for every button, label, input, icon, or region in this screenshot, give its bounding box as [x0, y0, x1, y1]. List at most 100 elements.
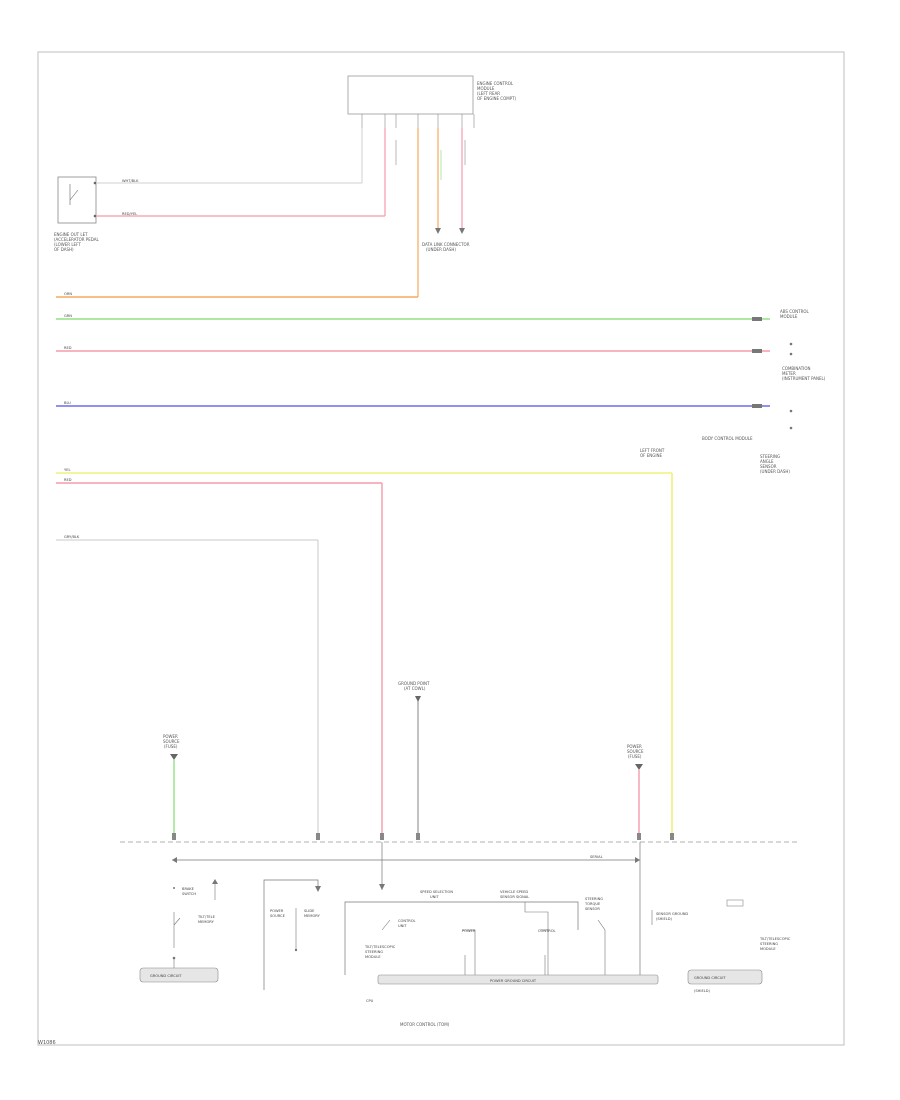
svg-text:SPEED SELECTION: SPEED SELECTION: [420, 890, 453, 894]
right-label-abs: ABS CONTROL MODULE: [780, 309, 810, 319]
svg-text:TILT/TELESCOPIC: TILT/TELESCOPIC: [364, 945, 396, 949]
bus-arrow-right: [635, 857, 640, 863]
svg-text:MODULE: MODULE: [780, 314, 798, 319]
svg-text:(UNDER DASH): (UNDER DASH): [426, 247, 456, 252]
tilt-telescopic-module-label: TILT/TELESCOPIC STEERING MODULE: [364, 945, 396, 959]
connector-stubs: [172, 833, 674, 840]
tap-labels: POWER CONTROL: [462, 929, 556, 933]
slide-memory-terminal: [294, 948, 298, 952]
svg-text:GRY/BLK: GRY/BLK: [64, 535, 80, 539]
accelerator-pedal-sensor[interactable]: [57, 176, 97, 224]
control-unit-bracket: [344, 901, 579, 975]
connector-arrow-1: [435, 228, 441, 234]
fuse-left-label: POWER SOURCE (FUSE): [163, 734, 180, 749]
cpu-label: CPU: [366, 999, 374, 1003]
svg-text:GROUND POINT: GROUND POINT: [398, 681, 430, 686]
svg-text:MODULE: MODULE: [760, 947, 776, 951]
bus-drop-arrow: [379, 884, 385, 890]
svg-text:(LOWER LEFT: (LOWER LEFT: [54, 242, 81, 247]
svg-text:TILT/TELESCOPIC: TILT/TELESCOPIC: [759, 937, 791, 941]
svg-text:CONTROL: CONTROL: [398, 919, 416, 923]
svg-text:ANGLE: ANGLE: [760, 459, 774, 464]
svg-text:POWER: POWER: [270, 909, 284, 913]
svg-text:(LEFT REAR: (LEFT REAR: [477, 91, 500, 96]
right-module-label: TILT/TELESCOPIC STEERING MODULE: [759, 937, 791, 951]
ground-bar-left: [139, 967, 219, 983]
svg-text:DATA LINK CONNECTOR: DATA LINK CONNECTOR: [422, 242, 470, 247]
svg-text:MEMORY: MEMORY: [304, 914, 321, 918]
footer-code: W1086: [38, 1040, 56, 1046]
diagram-frame: [37, 51, 845, 1046]
svg-text:ENGINE OUT LET: ENGINE OUT LET: [54, 232, 88, 237]
slide-memory-label: SLIDE MEMORY: [304, 909, 321, 918]
brake-switch[interactable]: [172, 879, 218, 960]
svg-text:CONTROL: CONTROL: [538, 929, 556, 933]
svg-text:(INSTRUMENT PANEL): (INSTRUMENT PANEL): [782, 376, 826, 381]
ground-arrow: [415, 696, 421, 702]
ground-bar-center-label: POWER GROUND CIRCUIT: [490, 979, 537, 983]
svg-text:ABS CONTROL: ABS CONTROL: [780, 309, 810, 314]
svg-text:RED: RED: [64, 346, 72, 350]
power-source-bracket: [263, 879, 319, 990]
sensor-wire-label-2: RED/YEL: [122, 212, 137, 216]
svg-text:(UNDER DASH): (UNDER DASH): [760, 469, 790, 474]
svg-text:POWER: POWER: [462, 929, 476, 933]
svg-text:ENGINE CONTROL: ENGINE CONTROL: [477, 81, 514, 86]
svg-text:OF ENGINE COMPT): OF ENGINE COMPT): [477, 96, 517, 101]
svg-text:(ACCELERATOR PEDAL: (ACCELERATOR PEDAL: [54, 237, 99, 242]
svg-text:MODULE: MODULE: [365, 955, 381, 959]
svg-text:BLU: BLU: [64, 401, 71, 405]
speed-switch[interactable]: [381, 919, 391, 931]
right-small-connector[interactable]: [651, 899, 744, 925]
svg-text:UNIT: UNIT: [430, 895, 439, 899]
ground-bar-right-label: GROUND CIRCUIT: [694, 976, 726, 980]
svg-text:SOURCE: SOURCE: [270, 914, 286, 918]
svg-text:SENSOR GROUND: SENSOR GROUND: [656, 912, 688, 916]
fuse-right-label: POWER SOURCE (FUSE): [627, 744, 644, 759]
svg-text:(AT COWL): (AT COWL): [404, 686, 426, 691]
sensor-terminal-2: [93, 214, 97, 218]
ground-bar-left-label: GROUND CIRCUIT: [150, 974, 182, 978]
brake-switch-label: BRAKE SWITCH: [182, 887, 196, 896]
bus-arrow-left: [172, 857, 177, 863]
control-unit-label: CONTROL UNIT: [398, 919, 416, 928]
sensor-left-label: ENGINE OUT LET (ACCELERATOR PEDAL (LOWER…: [54, 232, 99, 252]
ground-bar-right-sub: (SHIELD): [694, 989, 710, 993]
svg-text:TORQUE: TORQUE: [584, 902, 601, 906]
ground-bar-center: [377, 974, 659, 985]
sensor-taps: [462, 902, 606, 975]
tilt-memory-label: TILT/TELE MEMORY: [197, 915, 216, 924]
svg-text:TILT/TELE: TILT/TELE: [197, 915, 216, 919]
svg-text:VEHICLE SPEED: VEHICLE SPEED: [500, 890, 528, 894]
power-arrow: [315, 886, 321, 892]
svg-text:POWER: POWER: [627, 744, 642, 749]
mid-connector-label: DATA LINK CONNECTOR (UNDER DASH): [422, 242, 470, 252]
svg-text:(FUSE): (FUSE): [164, 744, 178, 749]
right-label-steering: STEERING ANGLE SENSOR (UNDER DASH): [760, 454, 790, 474]
right-label-meter: COMBINATION METER (INSTRUMENT PANEL): [782, 366, 826, 381]
svg-text:SOURCE: SOURCE: [627, 749, 644, 754]
svg-text:MODULE: MODULE: [477, 86, 495, 91]
ground-point-label: GROUND POINT (AT COWL): [398, 681, 430, 691]
connector-arrow-2: [459, 228, 465, 234]
bottom-caption: MOTOR CONTROL (TOM): [400, 1022, 450, 1027]
svg-text:(FUSE): (FUSE): [628, 754, 642, 759]
module-pins: [361, 114, 475, 128]
engine-control-module[interactable]: [347, 75, 474, 115]
svg-text:SOURCE: SOURCE: [163, 739, 180, 744]
svg-text:SLIDE: SLIDE: [304, 909, 315, 913]
top-module-label: ENGINE CONTROL MODULE (LEFT REAR OF ENGI…: [477, 81, 517, 101]
svg-text:ORN: ORN: [64, 292, 72, 296]
sensor-switch-symbol: [69, 184, 79, 205]
bus-label: SERIAL: [590, 855, 603, 859]
sensor-terminal-1: [93, 181, 97, 185]
svg-text:STEERING: STEERING: [760, 454, 780, 459]
fuse-right-arrow: [635, 764, 643, 770]
svg-text:GRN: GRN: [64, 314, 72, 318]
svg-text:RED: RED: [64, 478, 72, 482]
fuse-left-arrow: [170, 754, 178, 760]
right-end-connectors: [752, 317, 793, 430]
svg-text:BRAKE: BRAKE: [182, 887, 195, 891]
svg-text:UNIT: UNIT: [398, 924, 407, 928]
ground-drops: [173, 955, 546, 975]
